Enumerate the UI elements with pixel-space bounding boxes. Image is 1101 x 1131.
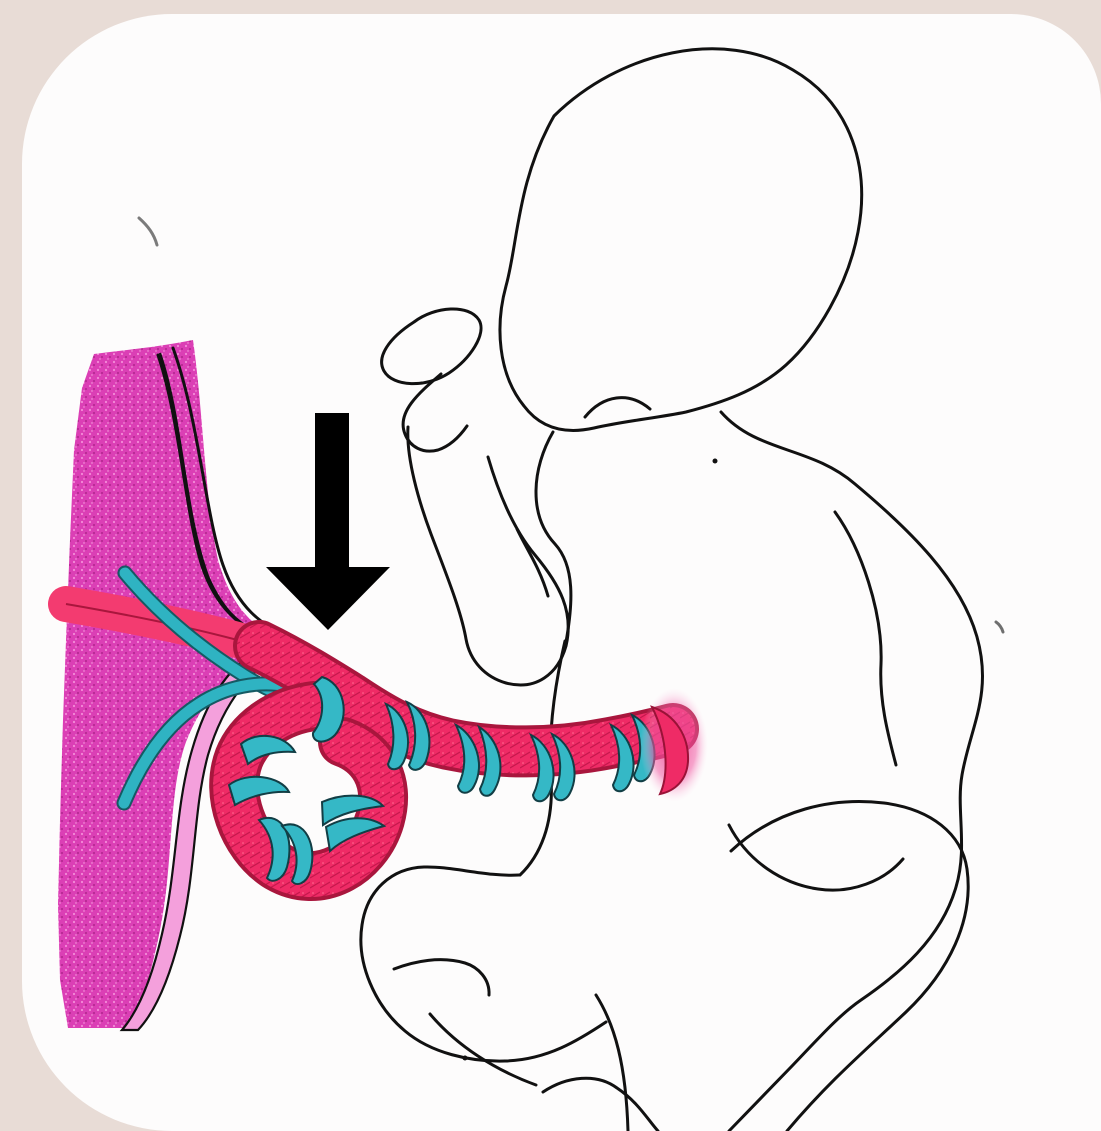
- sketch-mark-top-left: [139, 218, 157, 245]
- fetus-lower-foot-outline: [543, 1078, 658, 1131]
- fetus-head-outline: [500, 49, 862, 431]
- fetus-torso-outline: [721, 412, 983, 1131]
- sketch-mark-right: [996, 622, 1003, 632]
- down-arrow-icon: [266, 413, 390, 630]
- fetus-thigh-outline: [731, 802, 968, 1131]
- sketch-dot: [463, 1056, 468, 1061]
- fetus-bottom-outline: [596, 995, 628, 1131]
- fetus-knee-outline: [729, 825, 903, 890]
- fetus-forearm-outline: [408, 427, 568, 685]
- fetus-leg-outline: [361, 867, 606, 1061]
- fetus-navel-dot: [713, 459, 718, 464]
- fetus-arm-outline: [382, 309, 481, 384]
- fetus-heel-outline: [430, 1014, 536, 1085]
- fetus-foot-outline: [394, 960, 489, 995]
- fetus-back-outline: [835, 512, 896, 765]
- fetus-ear-outline: [585, 398, 650, 417]
- fetus-hand-outline: [403, 374, 467, 451]
- fetus-forearm-inner: [517, 529, 548, 596]
